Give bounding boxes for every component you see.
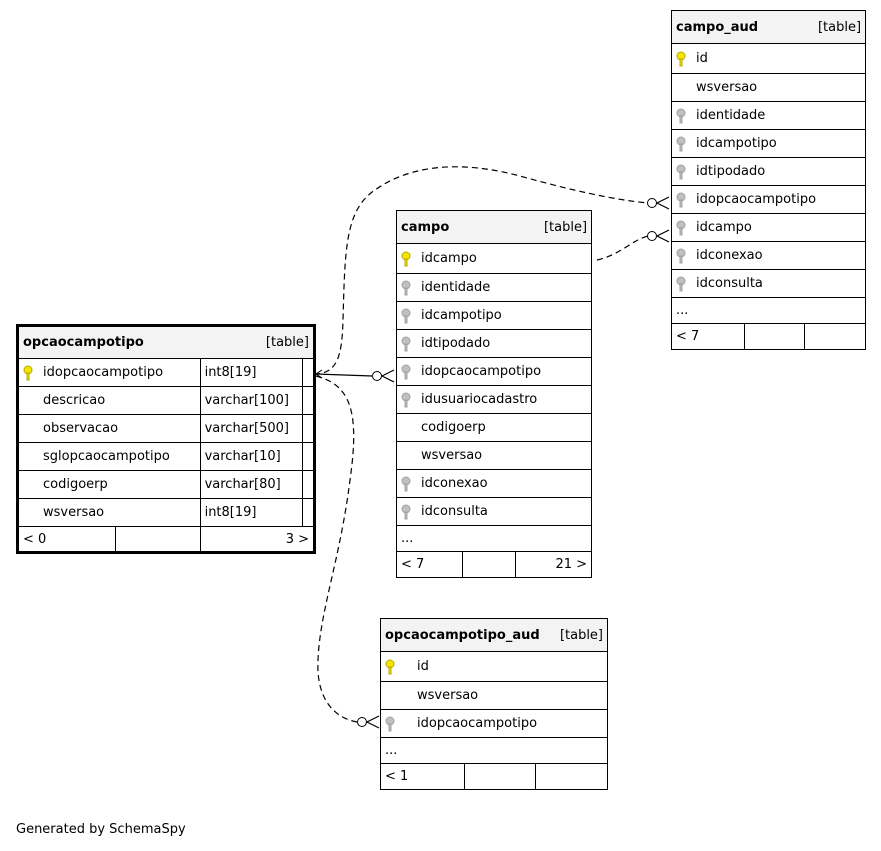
parents-count: < 7 <box>396 551 463 578</box>
ellipsis-row: ... <box>670 297 867 324</box>
foreign-key-icon <box>676 108 690 124</box>
children-count <box>534 763 609 790</box>
foreign-key-icon <box>676 220 690 236</box>
parents-count: < 1 <box>380 763 465 790</box>
foreign-key-icon <box>676 164 690 180</box>
generated-by-label: Generated by SchemaSpy <box>16 822 186 837</box>
column-name: idtipodado <box>696 164 766 179</box>
column-name: codigoerp <box>43 477 108 492</box>
table-opcaocampotipo-aud[interactable]: opcaocampotipo_aud [table] id wsversao i… <box>379 618 609 790</box>
foreign-key-icon <box>401 280 415 296</box>
row-count <box>462 551 516 578</box>
primary-key-icon <box>401 251 415 267</box>
column-name: idtipodado <box>421 336 491 351</box>
ellipsis-row: ... <box>395 525 593 552</box>
row-count <box>464 763 536 790</box>
foreign-key-icon <box>676 276 690 292</box>
foreign-key-icon <box>401 336 415 352</box>
column-name: idcampo <box>421 251 477 266</box>
table-type: [table] <box>265 335 309 350</box>
column-type: int8[19] <box>199 358 303 387</box>
foreign-key-icon <box>401 392 415 408</box>
column-name: idconexao <box>696 248 763 263</box>
crowfoot <box>365 715 380 729</box>
column-name: identidade <box>421 280 491 295</box>
table-name: campo <box>401 219 450 235</box>
column-name: id <box>696 51 708 66</box>
column-name: observacao <box>43 421 119 436</box>
table-name: campo_aud <box>676 19 759 35</box>
column-name: sglopcaocampotipo <box>43 449 170 464</box>
column-name: idconexao <box>421 476 488 491</box>
column-name: idcampotipo <box>421 308 502 323</box>
parents-count: < 0 <box>16 526 117 553</box>
row-count <box>744 323 805 350</box>
column-name: codigoerp <box>421 420 486 435</box>
connector-to-campo <box>315 373 373 377</box>
crowfoot <box>655 229 670 243</box>
column-name: idconsulta <box>421 504 488 519</box>
connector-to-opcaocampotipo-aud <box>315 375 358 723</box>
table-campo-aud[interactable]: campo_aud [table] id wsversao identidade… <box>670 10 867 350</box>
column-type: varchar[80] <box>199 470 303 499</box>
connector-to-campo-aud <box>313 166 649 375</box>
column-name: idopcaocampotipo <box>421 364 542 379</box>
column-type: varchar[500] <box>199 414 303 443</box>
primary-key-icon <box>23 365 37 381</box>
column-name: id <box>417 659 429 674</box>
column-name: wsversao <box>421 448 483 463</box>
ellipsis-row: ... <box>379 737 609 764</box>
column-name: idcampo <box>696 220 752 235</box>
table-type: [table] <box>559 627 604 643</box>
table-campo[interactable]: campo [table] idcampo identidade idcampo… <box>395 210 593 578</box>
foreign-key-icon <box>401 364 415 380</box>
primary-key-icon <box>385 659 399 675</box>
column-name: identidade <box>696 108 766 123</box>
foreign-key-icon <box>401 308 415 324</box>
primary-key-icon <box>676 51 690 67</box>
column-name: descricao <box>43 393 106 408</box>
crowfoot <box>380 369 395 383</box>
column-name: wsversao <box>696 80 758 95</box>
crowfoot-circle <box>647 231 657 241</box>
column-name: idopcaocampotipo <box>43 365 164 380</box>
table-name: opcaocampotipo <box>23 335 144 350</box>
children-count <box>803 323 867 350</box>
foreign-key-icon <box>401 476 415 492</box>
foreign-key-icon <box>401 504 415 520</box>
column-name: idconsulta <box>696 276 763 291</box>
column-type: varchar[10] <box>199 442 303 471</box>
column-name: idopcaocampotipo <box>696 192 817 207</box>
table-name: opcaocampotipo_aud <box>385 627 540 643</box>
table-type: [table] <box>817 19 862 35</box>
column-name: wsversao <box>43 505 105 520</box>
column-name: wsversao <box>417 688 479 703</box>
foreign-key-icon <box>385 716 399 732</box>
foreign-key-icon <box>676 192 690 208</box>
foreign-key-icon <box>676 248 690 264</box>
column-name: idcampotipo <box>696 136 777 151</box>
children-count: 21 > <box>514 551 593 578</box>
foreign-key-icon <box>676 136 690 152</box>
connector-campo-to-campo-aud <box>596 235 649 261</box>
column-type: int8[19] <box>199 498 303 527</box>
parents-count: < 7 <box>671 323 745 350</box>
row-count <box>115 526 201 553</box>
table-type: [table] <box>543 219 588 235</box>
crowfoot-circle <box>372 371 382 381</box>
column-name: idopcaocampotipo <box>417 716 538 731</box>
crowfoot-circle <box>357 717 367 727</box>
crowfoot-circle <box>647 198 657 208</box>
column-name: idusuariocadastro <box>421 392 538 407</box>
children-count: 3 > <box>199 526 316 553</box>
crowfoot <box>655 196 670 210</box>
column-type: varchar[100] <box>199 386 303 415</box>
table-opcaocampotipo[interactable]: opcaocampotipo [table] idopcaocampotipo … <box>16 324 316 554</box>
